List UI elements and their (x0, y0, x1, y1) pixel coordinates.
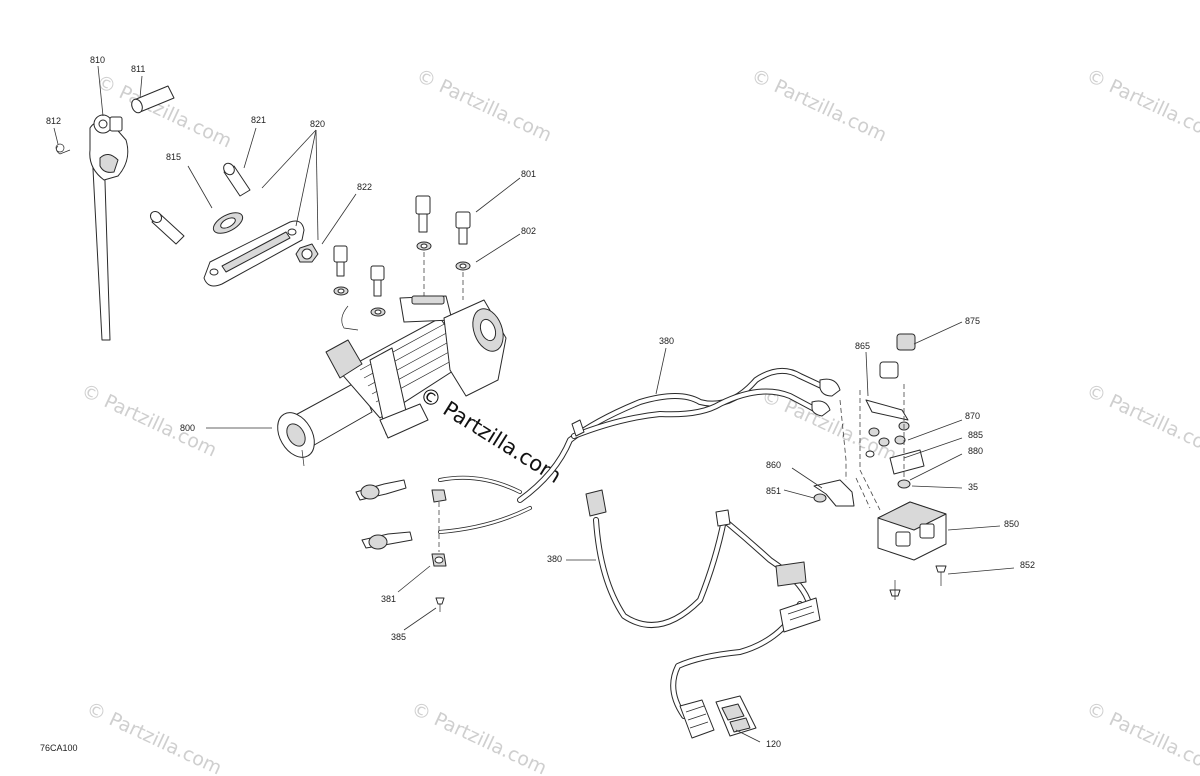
part-number-labels: 810 811 812 815 821 820 822 801 802 800 … (46, 55, 1035, 749)
part-label-865: 865 (855, 341, 870, 351)
part-label-810: 810 (90, 55, 105, 65)
contactor-assembly (813, 333, 947, 600)
part-label-801: 801 (521, 169, 536, 179)
part-label-880: 880 (968, 446, 983, 456)
winch-assembly (277, 295, 507, 467)
watermark-main: © Partzilla.com (415, 382, 565, 488)
part-label-822: 822 (357, 182, 372, 192)
diagram-reference-code: 76CA100 (40, 743, 78, 753)
mounting-bolts (333, 195, 471, 331)
part-label-821: 821 (251, 115, 266, 125)
part-label-885: 885 (968, 430, 983, 440)
watermark-faint: © Partzilla.com (408, 698, 550, 776)
watermark-faint: © Partzilla.com (1083, 380, 1200, 462)
part-label-812: 812 (46, 116, 61, 126)
part-label-120: 120 (766, 739, 781, 749)
part-label-385: 385 (391, 632, 406, 642)
watermark-faint: © Partzilla.com (1083, 698, 1200, 776)
part-label-381: 381 (381, 594, 396, 604)
part-label-860: 860 (766, 460, 781, 470)
watermark-faint: © Partzilla.com (758, 385, 900, 467)
watermark-faint: © Partzilla.com (78, 380, 220, 462)
wiring-harness (517, 367, 841, 719)
watermark-faint: © Partzilla.com (748, 65, 890, 147)
part-label-802: 802 (521, 226, 536, 236)
faint-watermarks: © Partzilla.com © Partzilla.com © Partzi… (78, 65, 1200, 776)
part-label-811: 811 (131, 64, 145, 74)
part-label-380-lower: 380 (547, 554, 562, 564)
leader-lines (53, 65, 1015, 743)
part-label-850: 850 (1004, 519, 1019, 529)
part-label-35: 35 (968, 482, 978, 492)
part-label-851: 851 (766, 486, 781, 496)
part-label-800: 800 (180, 423, 195, 433)
hawse-fairlead (149, 162, 319, 287)
part-label-820: 820 (310, 119, 325, 129)
part-label-815: 815 (166, 152, 181, 162)
part-label-870: 870 (965, 411, 980, 421)
watermark-faint: © Partzilla.com (83, 698, 225, 776)
part-label-380-upper: 380 (659, 336, 674, 346)
watermark-faint: © Partzilla.com (1083, 65, 1200, 147)
part-label-875: 875 (965, 316, 980, 326)
rocker-switches (679, 695, 757, 739)
battery-cables (355, 475, 532, 612)
part-label-852: 852 (1020, 560, 1035, 570)
winch-rope-and-hook (55, 85, 175, 341)
watermark-faint: © Partzilla.com (413, 65, 555, 147)
